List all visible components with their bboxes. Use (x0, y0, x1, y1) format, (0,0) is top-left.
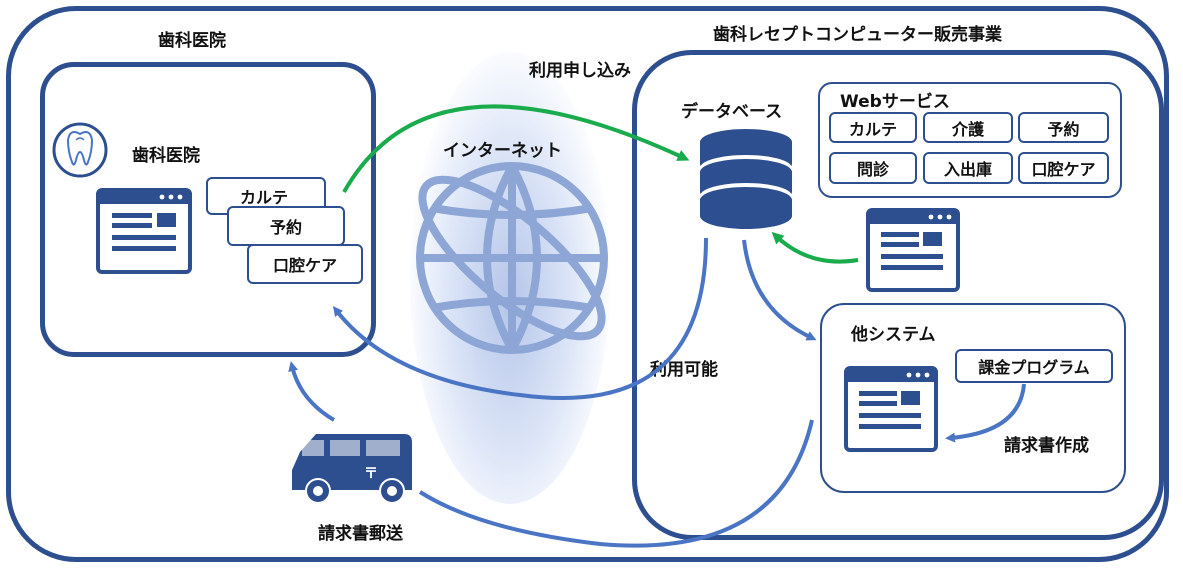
web-service-nyushukko: 入出庫 (923, 152, 1013, 184)
tooth-icon (52, 122, 108, 178)
clinic-inner-label: 歯科医院 (132, 146, 200, 166)
mail-curve-arrow (418, 419, 814, 548)
invoice-create-label: 請求書作成 (1004, 436, 1089, 456)
svg-text:〒: 〒 (364, 466, 378, 482)
browser-window-icon (844, 366, 938, 452)
billing-arrow (945, 383, 1026, 443)
browser-window-icon (866, 208, 960, 292)
clinic-box (40, 62, 376, 357)
web-services-title: Webサービス (840, 92, 950, 112)
billing-program-chip: 課金プログラム (955, 349, 1113, 383)
van-to-clinic-arrow (288, 361, 336, 422)
database-label: データベース (681, 102, 783, 122)
clinic-card-koukou: 口腔ケア (247, 244, 363, 284)
outer-frame (6, 6, 1169, 562)
vendor-box (632, 50, 1164, 540)
web-service-yoyaku: 予約 (1018, 112, 1109, 143)
web-service-koukou: 口腔ケア (1018, 152, 1109, 184)
clinic-title: 歯科医院 (158, 31, 226, 51)
browser-window-icon (96, 188, 192, 274)
web-to-db-arrow (771, 231, 859, 264)
web-service-monshin: 問診 (829, 152, 917, 184)
internet-label: インターネット (443, 141, 562, 161)
van-icon: 〒 (292, 434, 412, 504)
other-system-title: 他システム (851, 325, 936, 345)
web-service-kaigo: 介護 (923, 112, 1013, 143)
globe-icon (416, 162, 608, 354)
apply-arrow (342, 104, 690, 193)
available-label: 利用可能 (650, 360, 718, 380)
vendor-title: 歯科レセプトコンピューター販売事業 (713, 25, 1002, 45)
db-to-other-arrow (742, 239, 817, 341)
database-icon (700, 129, 792, 229)
invoice-mail-label: 請求書郵送 (318, 524, 403, 544)
apply-label: 利用申し込み (529, 61, 631, 81)
available-arrow (332, 237, 708, 400)
web-service-karte: カルテ (829, 112, 917, 143)
